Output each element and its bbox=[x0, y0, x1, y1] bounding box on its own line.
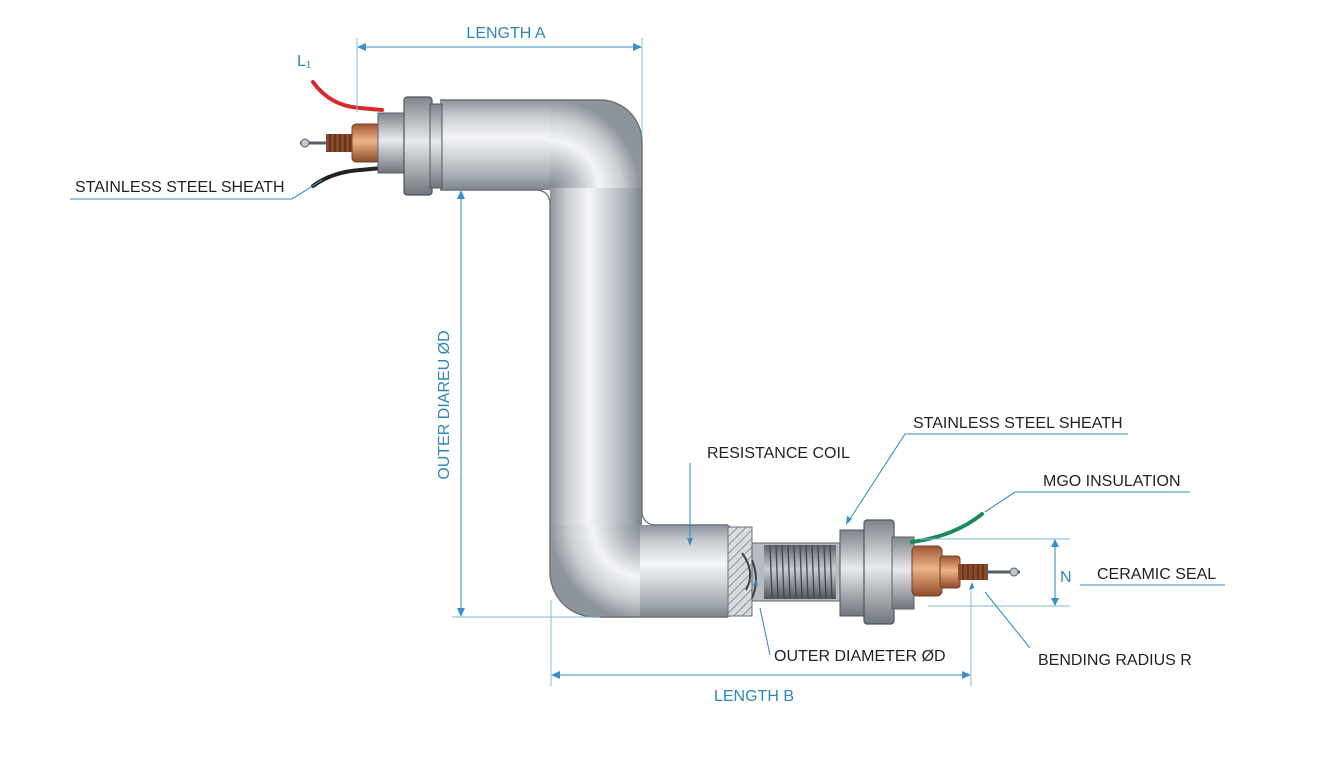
sleeve-right bbox=[891, 536, 915, 610]
tube-outline bbox=[440, 99, 728, 618]
label-sheath-right: STAINLESS STEEL SHEATH bbox=[913, 415, 1123, 432]
label-outer-diameter: OUTER DIAMETER ØD bbox=[774, 648, 946, 665]
tube-top-bend bbox=[550, 100, 642, 190]
label-length-b: LENGTH B bbox=[714, 688, 794, 705]
tube-vertical-segment bbox=[550, 188, 642, 528]
pin-nut-right bbox=[1009, 567, 1019, 577]
label-resistance-coil: RESISTANCE COIL bbox=[707, 445, 850, 462]
tube-bottom-segment bbox=[640, 525, 730, 617]
dimension-outer-diameter-vertical bbox=[452, 190, 600, 618]
flange-right bbox=[863, 519, 895, 625]
coil-marker bbox=[753, 579, 758, 586]
label-sheath-left: STAINLESS STEEL SHEATH bbox=[75, 179, 285, 196]
pin-nut-left bbox=[300, 138, 310, 148]
label-l1: L₁ bbox=[297, 53, 311, 70]
flange-left bbox=[403, 96, 433, 196]
coil-windings bbox=[769, 544, 833, 600]
flange-right-inner bbox=[839, 529, 867, 617]
label-ceramic-seal: CERAMIC SEAL bbox=[1097, 566, 1216, 583]
dimension-length-a bbox=[356, 38, 643, 135]
sheath-tube bbox=[440, 99, 730, 618]
copper-seal-left bbox=[351, 123, 381, 163]
tube-top-segment bbox=[440, 100, 552, 190]
dimension-n bbox=[920, 538, 1070, 607]
label-bending-radius: BENDING RADIUS R bbox=[1038, 652, 1192, 669]
right-terminal bbox=[727, 512, 1020, 625]
sleeve-left bbox=[377, 112, 407, 174]
copper-seal-right bbox=[911, 545, 943, 597]
label-mgo-insulation: MGO INSULATION bbox=[1043, 473, 1181, 490]
lead-wire-red bbox=[311, 80, 384, 112]
label-outer-diameter-vertical: OUTER DIAREU ØD bbox=[436, 330, 453, 479]
flange-left-rim bbox=[429, 103, 443, 189]
copper-seal-right-small bbox=[939, 555, 961, 589]
seal-marker bbox=[969, 582, 974, 590]
left-terminal bbox=[300, 80, 443, 196]
lead-wire-black bbox=[311, 166, 384, 188]
label-length-a: LENGTH A bbox=[466, 25, 545, 42]
lead-wire-green bbox=[910, 512, 984, 544]
cutaway-hatch bbox=[727, 526, 753, 617]
leader-lines bbox=[70, 179, 1225, 656]
label-n: N bbox=[1060, 569, 1072, 586]
